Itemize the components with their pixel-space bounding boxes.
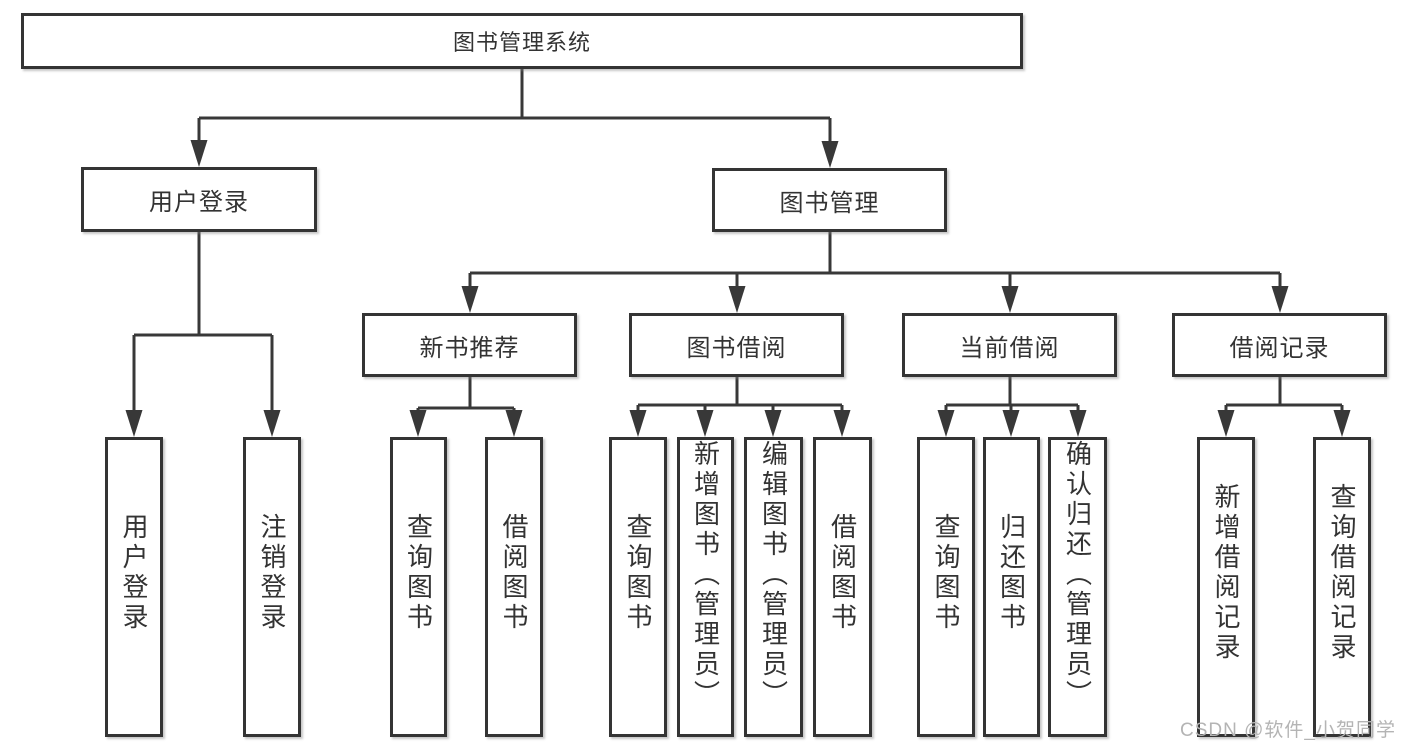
node-current-borrow: 当前借阅 bbox=[902, 313, 1117, 377]
leaf-query-books-2: 查询图书 bbox=[609, 437, 667, 737]
watermark: CSDN @软件_小贺同学 bbox=[1180, 720, 1396, 741]
node-book-borrow: 图书借阅 bbox=[629, 313, 844, 377]
node-book-management: 图书管理 bbox=[712, 168, 947, 232]
leaf-query-books-3: 查询图书 bbox=[917, 437, 975, 737]
leaf-add-books-admin: 新增图书（管理员） bbox=[677, 437, 734, 737]
leaf-add-borrow-record: 新增借阅记录 bbox=[1197, 437, 1255, 737]
leaf-edit-books-admin: 编辑图书（管理员） bbox=[744, 437, 803, 737]
node-borrow-record: 借阅记录 bbox=[1172, 313, 1387, 377]
leaf-user-login: 用户登录 bbox=[105, 437, 163, 737]
node-user-login-label: 用户登录 bbox=[149, 189, 249, 216]
node-system-root-label: 图书管理系统 bbox=[452, 30, 591, 55]
leaf-return-books: 归还图书 bbox=[983, 437, 1040, 737]
node-new-book-recommend-label: 新书推荐 bbox=[419, 334, 520, 362]
leaf-borrow-books-1: 借阅图书 bbox=[485, 437, 543, 737]
node-book-borrow-label: 图书借阅 bbox=[686, 334, 787, 362]
leaf-query-books-1: 查询图书 bbox=[390, 437, 447, 737]
node-user-login: 用户登录 bbox=[81, 167, 317, 232]
leaf-borrow-books-2: 借阅图书 bbox=[813, 437, 872, 737]
node-current-borrow-label: 当前借阅 bbox=[959, 334, 1060, 362]
node-new-book-recommend: 新书推荐 bbox=[362, 313, 577, 377]
node-borrow-record-label: 借阅记录 bbox=[1229, 334, 1330, 362]
leaf-query-borrow-record: 查询借阅记录 bbox=[1313, 437, 1371, 737]
leaf-confirm-return-admin: 确认归还（管理员） bbox=[1048, 437, 1107, 737]
node-system-root: 图书管理系统 bbox=[21, 13, 1023, 69]
leaf-logout: 注销登录 bbox=[243, 437, 301, 737]
node-book-management-label: 图书管理 bbox=[779, 189, 880, 217]
